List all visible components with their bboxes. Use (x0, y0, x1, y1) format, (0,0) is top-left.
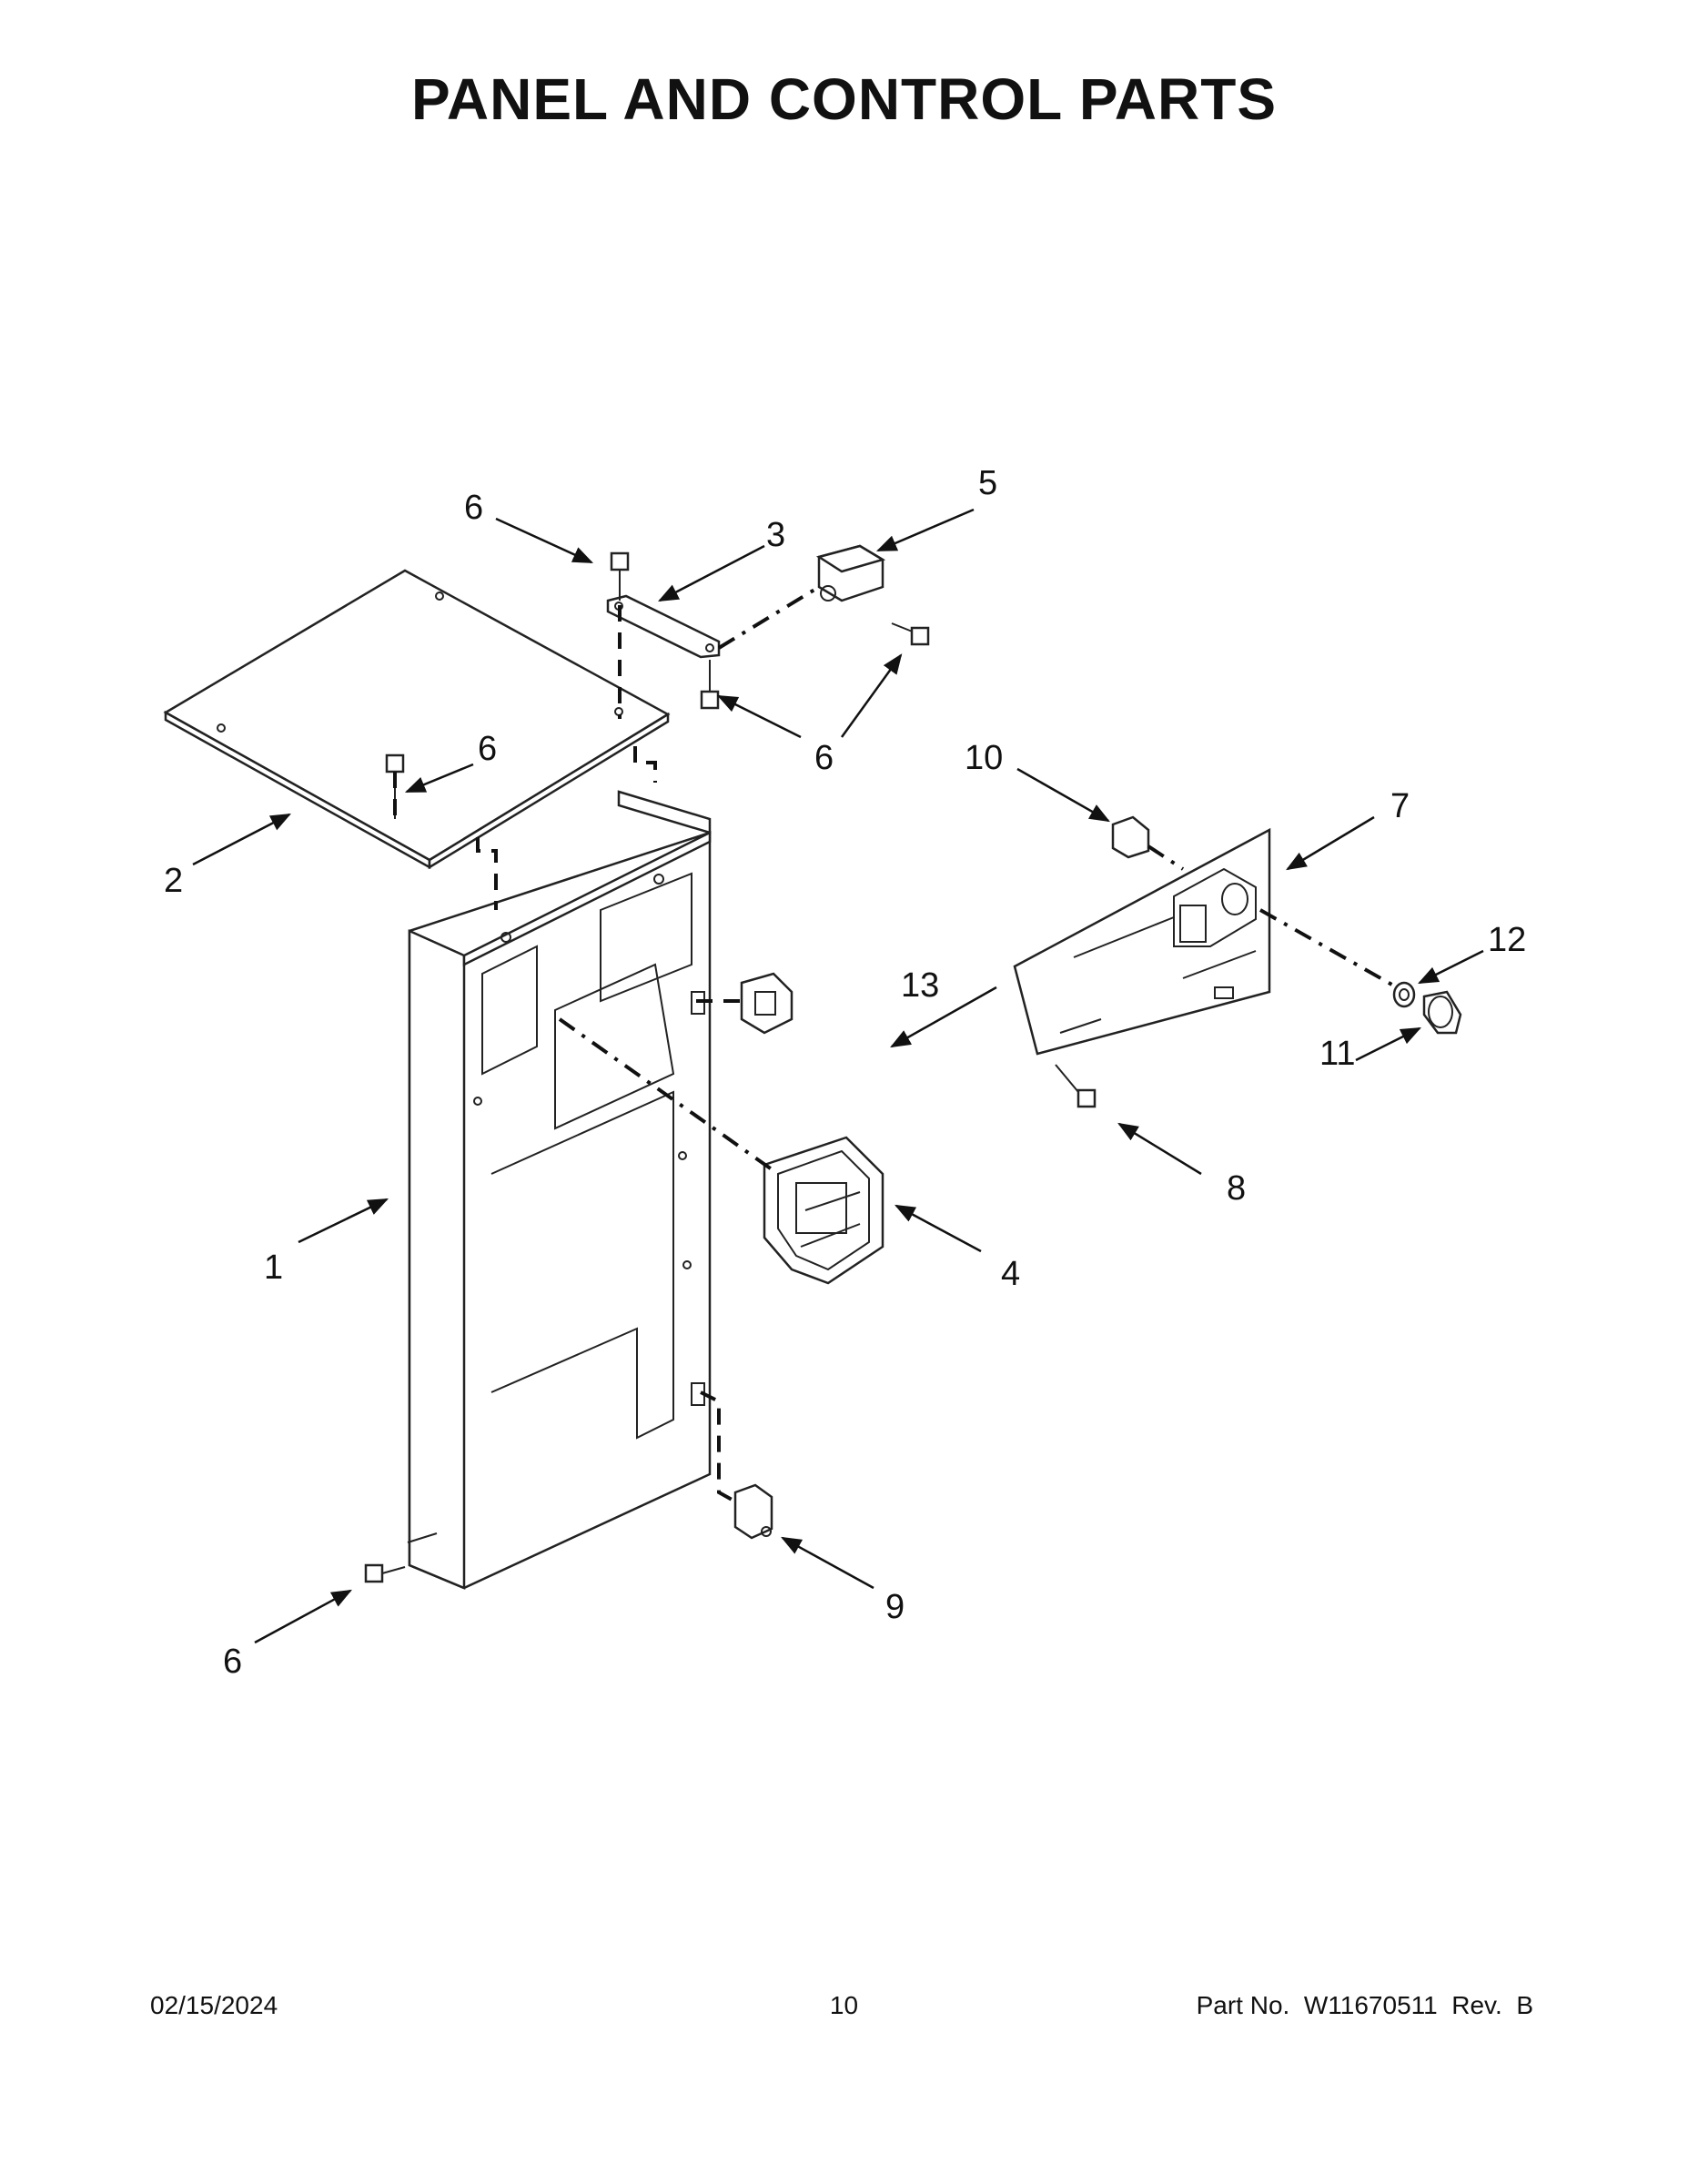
screw-bracket-lower (700, 660, 720, 710)
control-knob (1422, 990, 1462, 1035)
callout-5: 5 (978, 464, 997, 502)
dispenser-housing (763, 1136, 884, 1285)
footer-page-number: 10 (829, 1991, 859, 2019)
screw-board (1055, 1064, 1097, 1108)
rocker-switch (740, 972, 793, 1035)
door-switch (733, 1483, 773, 1540)
callout-3: 3 (766, 516, 785, 554)
callout-6-bottom: 6 (223, 1643, 242, 1681)
page-title: PANEL AND CONTROL PARTS (410, 66, 1278, 132)
screw-frame-bottom (364, 1563, 406, 1583)
footer-part-number: Part No. W11670511 Rev. B (1196, 1991, 1533, 2019)
callout-13: 13 (901, 966, 939, 1005)
control-panel-board (1013, 827, 1271, 1056)
footer-date: 02/15/2024 (150, 1991, 278, 2019)
screw-connector (891, 622, 930, 646)
callout-2: 2 (164, 862, 183, 900)
callout-9: 9 (885, 1588, 905, 1626)
callout-11: 11 (1319, 1035, 1355, 1073)
top-cover-plate (163, 569, 671, 870)
screw-top (610, 551, 630, 601)
callout-12: 12 (1488, 921, 1526, 959)
callout-6-bracket: 6 (814, 739, 834, 777)
callout-8: 8 (1227, 1169, 1246, 1208)
callout-1: 1 (264, 1249, 283, 1287)
callout-6-plate: 6 (478, 730, 497, 768)
leader-arrows (192, 508, 1484, 1644)
callout-10: 10 (965, 739, 1003, 777)
callout-4: 4 (1001, 1255, 1020, 1293)
sensor-switch (1111, 815, 1150, 859)
callout-6-top: 6 (464, 489, 483, 527)
control-frame-panel (407, 790, 712, 1590)
bracket (606, 594, 721, 659)
connector-block (815, 544, 886, 602)
callout-7: 7 (1390, 787, 1410, 825)
assembly-lines (393, 585, 1398, 1503)
washer (1392, 981, 1416, 1008)
